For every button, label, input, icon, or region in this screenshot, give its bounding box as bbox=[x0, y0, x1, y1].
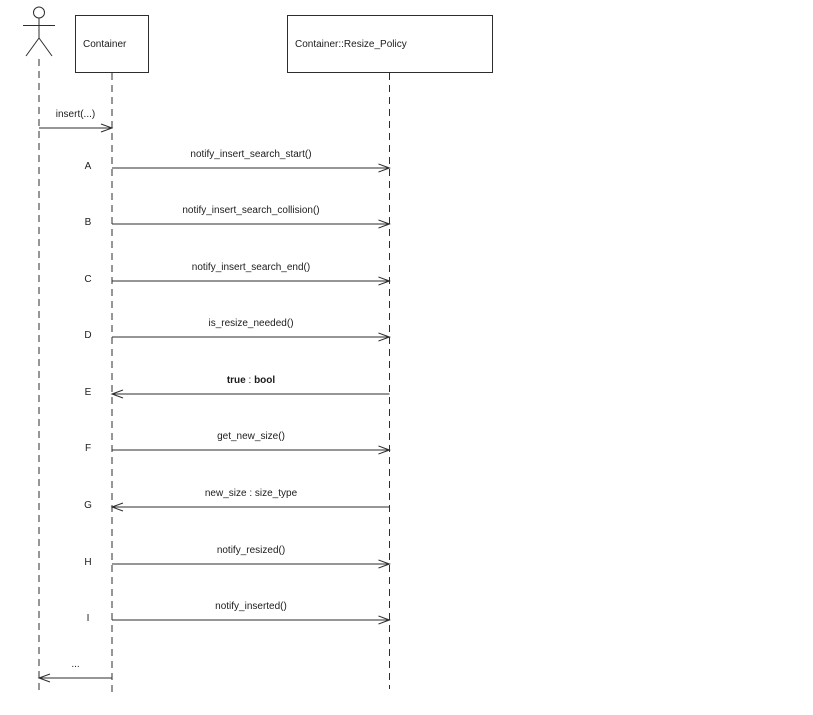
arrow-insert bbox=[39, 123, 114, 133]
message-label-c: notify_insert_search_end() bbox=[191, 262, 311, 273]
message-label-g: new_size : size_type bbox=[204, 488, 298, 499]
participant-box-container: Container bbox=[75, 15, 149, 73]
message-label-a: notify_insert_search_start() bbox=[190, 149, 312, 160]
arrow-message-c bbox=[112, 276, 391, 286]
message-letter-a: A bbox=[84, 161, 92, 172]
message-label-f: get_new_size() bbox=[217, 431, 285, 442]
message-label-e: true : bool bbox=[113, 374, 389, 387]
arrow-message-f bbox=[112, 445, 391, 455]
message-letter-b: B bbox=[84, 217, 92, 228]
message-letter-g: G bbox=[84, 500, 92, 511]
return-separator: : bbox=[245, 375, 255, 386]
arrow-message-d bbox=[112, 332, 391, 342]
return-type: bool bbox=[254, 375, 276, 386]
message-letter-d: D bbox=[84, 330, 92, 341]
arrow-message-g bbox=[110, 502, 390, 512]
message-label-d: is_resize_needed() bbox=[208, 318, 294, 329]
message-letter-c: C bbox=[84, 274, 92, 285]
message-letter-i: I bbox=[86, 613, 90, 624]
arrow-message-b bbox=[112, 219, 391, 229]
message-label-b: notify_insert_search_collision() bbox=[182, 205, 320, 216]
participant-label-container: Container bbox=[83, 38, 127, 50]
message-label-i: notify_inserted() bbox=[215, 601, 287, 612]
actor-icon bbox=[23, 6, 55, 57]
message-letter-e: E bbox=[84, 387, 92, 398]
participant-label-resize-policy: Container::Resize_Policy bbox=[295, 38, 407, 50]
arrow-message-a bbox=[112, 163, 391, 173]
arrow-message-i bbox=[112, 615, 391, 625]
arrow-return-final bbox=[37, 673, 112, 683]
message-label-h: notify_resized() bbox=[216, 545, 286, 556]
message-label-return: ... bbox=[71, 659, 80, 670]
return-value: true bbox=[226, 375, 246, 386]
arrow-message-h bbox=[112, 559, 391, 569]
message-label-insert: insert(...) bbox=[55, 109, 96, 120]
participant-box-resize-policy: Container::Resize_Policy bbox=[287, 15, 493, 73]
message-letter-f: F bbox=[84, 443, 92, 454]
arrow-message-e bbox=[110, 389, 390, 399]
message-letter-h: H bbox=[84, 557, 92, 568]
